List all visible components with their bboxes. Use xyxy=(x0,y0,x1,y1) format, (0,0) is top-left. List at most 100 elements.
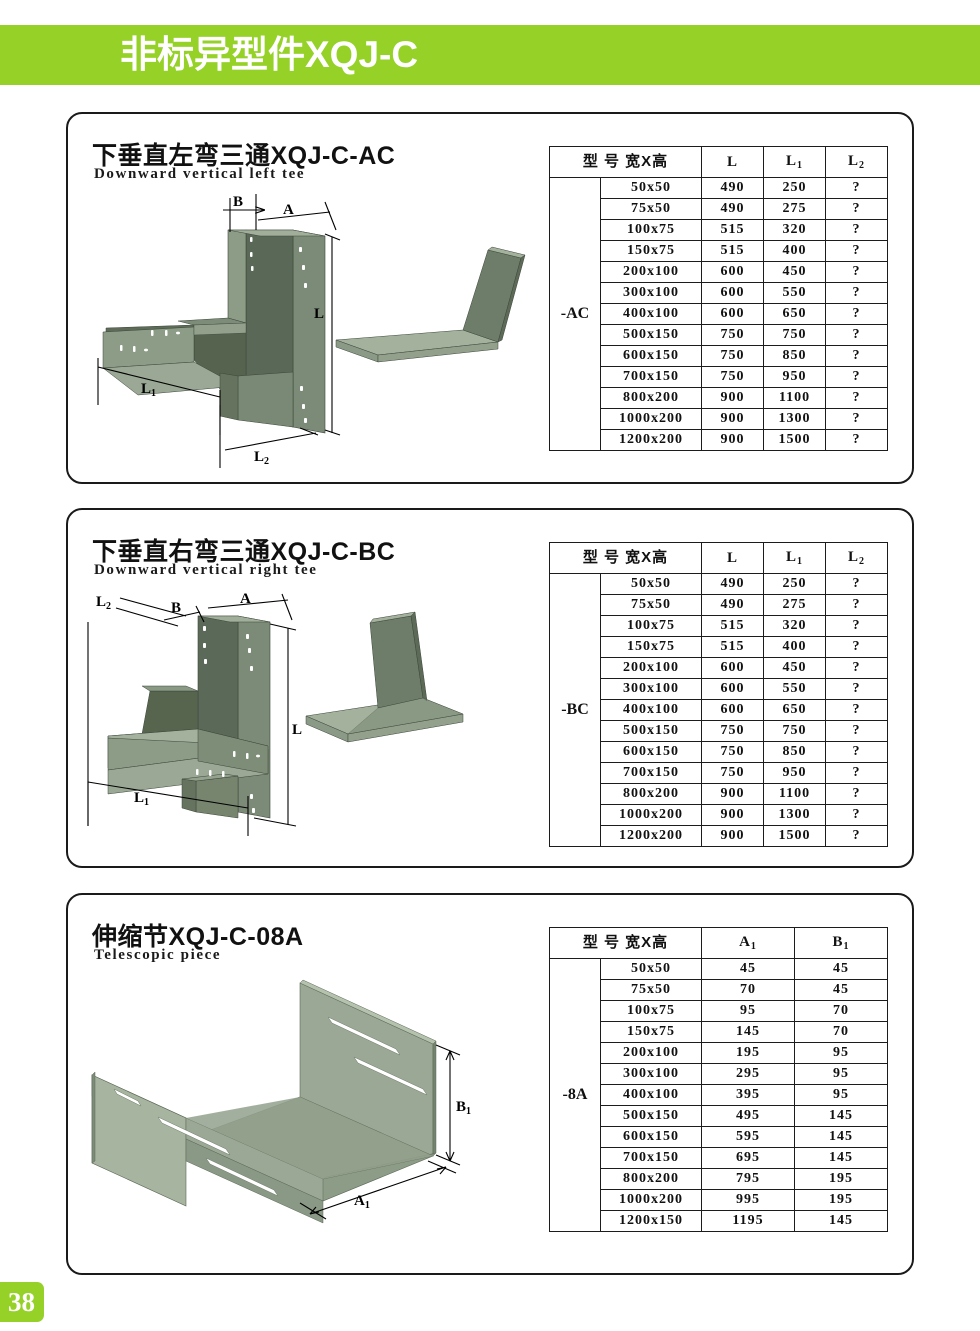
cell-l2: ? xyxy=(825,804,888,826)
cell-l2: ? xyxy=(825,198,888,220)
cell-b1: 145 xyxy=(794,1105,888,1127)
cell-l: 515 xyxy=(701,240,764,262)
cell-l2: ? xyxy=(825,741,888,763)
cell-l2: ? xyxy=(825,720,888,742)
cell-size: 100x75 xyxy=(600,615,702,637)
cell-l2: ? xyxy=(825,219,888,241)
cell-size: 600x150 xyxy=(600,741,702,763)
cell-a1: 295 xyxy=(701,1063,795,1085)
cell-size: 600x150 xyxy=(600,345,702,367)
cell-l1: 650 xyxy=(763,303,826,325)
cell-l1: 1500 xyxy=(763,825,826,847)
cell-size: 150x75 xyxy=(600,240,702,262)
cell-b1: 70 xyxy=(794,1021,888,1043)
th-l: L xyxy=(701,146,764,178)
cell-b1: 45 xyxy=(794,958,888,980)
cell-l2: ? xyxy=(825,762,888,784)
cell-l1: 1100 xyxy=(763,783,826,805)
panel-subtitle-telescopic: Telescopic piece xyxy=(94,947,222,963)
page-number-badge: 38 xyxy=(0,1282,44,1322)
cell-l1: 950 xyxy=(763,366,826,388)
cell-l: 750 xyxy=(701,345,764,367)
cell-l2: ? xyxy=(825,825,888,847)
cell-l1: 550 xyxy=(763,282,826,304)
dim-label-l2: L2 xyxy=(96,594,111,612)
cell-size: 75x50 xyxy=(600,594,702,616)
cell-l2: ? xyxy=(825,345,888,367)
dim-label-l1: L1 xyxy=(134,790,149,808)
cell-l1: 1300 xyxy=(763,804,826,826)
cell-a1: 95 xyxy=(701,1000,795,1022)
cell-l: 600 xyxy=(701,699,764,721)
cell-b1: 145 xyxy=(794,1147,888,1169)
cell-l: 600 xyxy=(701,261,764,283)
cell-size: 700x150 xyxy=(600,366,702,388)
cell-l1: 275 xyxy=(763,198,826,220)
dim-label-b1: B1 xyxy=(456,1099,471,1117)
cell-a1: 995 xyxy=(701,1189,795,1211)
cell-l1: 320 xyxy=(763,615,826,637)
cell-b1: 95 xyxy=(794,1042,888,1064)
cell-size: 200x100 xyxy=(600,261,702,283)
cell-l1: 850 xyxy=(763,741,826,763)
dim-label-a: A xyxy=(240,591,251,607)
dim-label-l: L xyxy=(292,722,302,738)
th-l1: L1 xyxy=(763,542,826,574)
table-header-row: 型 号 宽X高 L L1 L2 xyxy=(549,146,888,178)
cell-l: 490 xyxy=(701,573,764,595)
cell-l: 600 xyxy=(701,303,764,325)
cell-l1: 850 xyxy=(763,345,826,367)
th-l2: L2 xyxy=(825,542,888,574)
cell-l2: ? xyxy=(825,678,888,700)
cell-size: 800x200 xyxy=(600,783,702,805)
cell-size: 700x150 xyxy=(600,1147,702,1169)
page-header-band xyxy=(0,25,980,85)
cell-size: 1200x200 xyxy=(600,825,702,847)
cell-a1: 1195 xyxy=(701,1210,795,1232)
cell-l2: ? xyxy=(825,261,888,283)
cell-l: 515 xyxy=(701,636,764,658)
cell-l2: ? xyxy=(825,282,888,304)
cell-size: 100x75 xyxy=(600,1000,702,1022)
product-panel-ac: 下垂直左弯三通XQJ-C-AC Downward vertical left t… xyxy=(66,112,914,484)
series-label: -8A xyxy=(549,958,601,1232)
cell-l2: ? xyxy=(825,657,888,679)
cell-l1: 275 xyxy=(763,594,826,616)
cell-size: 200x100 xyxy=(600,1042,702,1064)
series-label: -BC xyxy=(549,573,601,847)
cell-a1: 395 xyxy=(701,1084,795,1106)
cell-size: 100x75 xyxy=(600,219,702,241)
cell-l: 750 xyxy=(701,324,764,346)
cell-l: 750 xyxy=(701,366,764,388)
cell-l1: 400 xyxy=(763,636,826,658)
cell-size: 300x100 xyxy=(600,678,702,700)
cell-size: 800x200 xyxy=(600,387,702,409)
cell-l: 490 xyxy=(701,198,764,220)
cell-size: 1000x200 xyxy=(600,408,702,430)
